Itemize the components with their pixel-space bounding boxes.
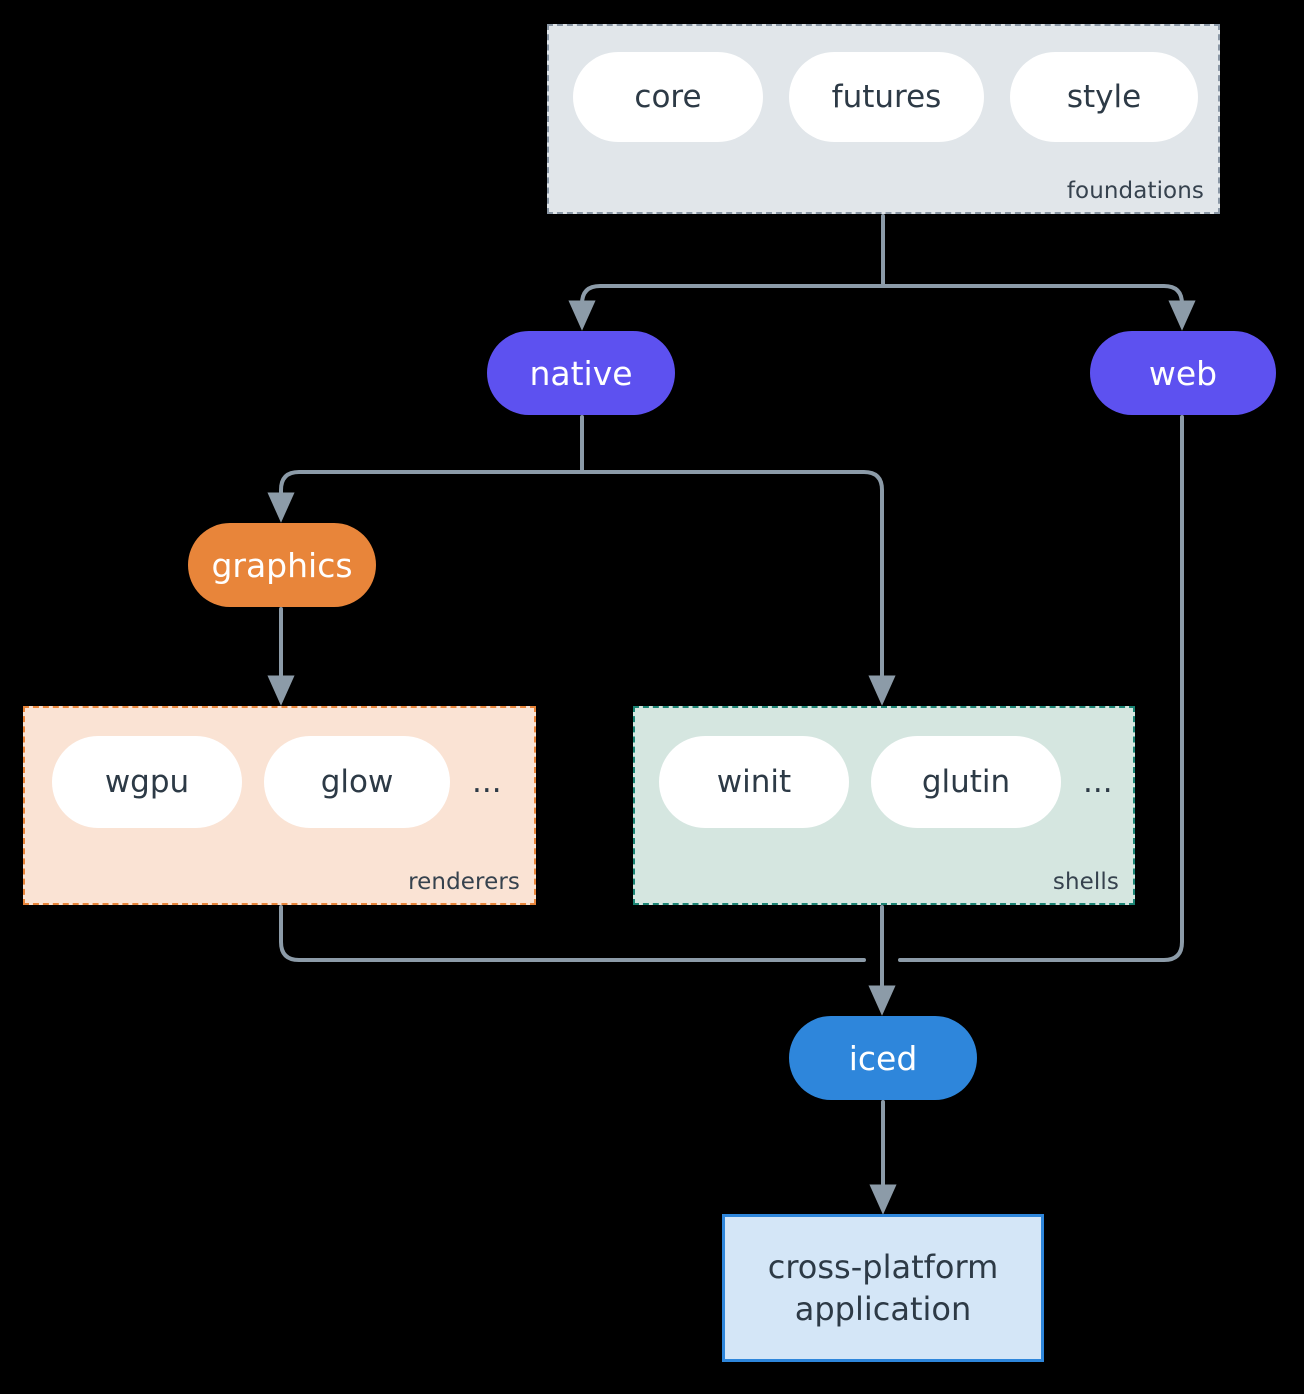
cluster-label-shells: shells: [1052, 869, 1119, 895]
cluster-foundations: core futures style foundations: [547, 24, 1220, 214]
renderers-item-row: wgpu glow ...: [52, 736, 508, 828]
foundations-item-row: core futures style: [573, 52, 1198, 142]
edge-native-to-graphics: [267, 470, 584, 523]
cluster-label-foundations: foundations: [1066, 178, 1204, 204]
node-cross-platform-application[interactable]: cross-platform application: [722, 1214, 1044, 1362]
renderers-ellipsis: ...: [472, 763, 502, 800]
node-iced[interactable]: iced: [789, 1016, 977, 1100]
node-web[interactable]: web: [1090, 331, 1276, 415]
node-wgpu[interactable]: wgpu: [52, 736, 242, 828]
application-label-line2: application: [794, 1290, 972, 1328]
node-native[interactable]: native: [487, 331, 675, 415]
node-core[interactable]: core: [573, 52, 763, 142]
node-style[interactable]: style: [1010, 52, 1198, 142]
edge-foundations-to-native: [568, 284, 885, 331]
cluster-renderers: wgpu glow ... renderers: [23, 706, 536, 905]
cluster-shells: winit glutin ... shells: [633, 706, 1135, 905]
node-glow[interactable]: glow: [264, 736, 450, 828]
shells-ellipsis: ...: [1083, 763, 1113, 800]
edge-native-to-shells: [580, 470, 896, 706]
node-glutin[interactable]: glutin: [871, 736, 1061, 828]
cluster-label-renderers: renderers: [408, 869, 520, 895]
node-graphics[interactable]: graphics: [188, 523, 376, 607]
node-winit[interactable]: winit: [659, 736, 849, 828]
edge-foundations-to-web: [881, 284, 1196, 331]
application-label-line1: cross-platform: [767, 1247, 999, 1286]
node-futures[interactable]: futures: [789, 52, 984, 142]
shells-item-row: winit glutin ...: [659, 736, 1119, 828]
edge-renderers-to-iced: [279, 905, 866, 962]
